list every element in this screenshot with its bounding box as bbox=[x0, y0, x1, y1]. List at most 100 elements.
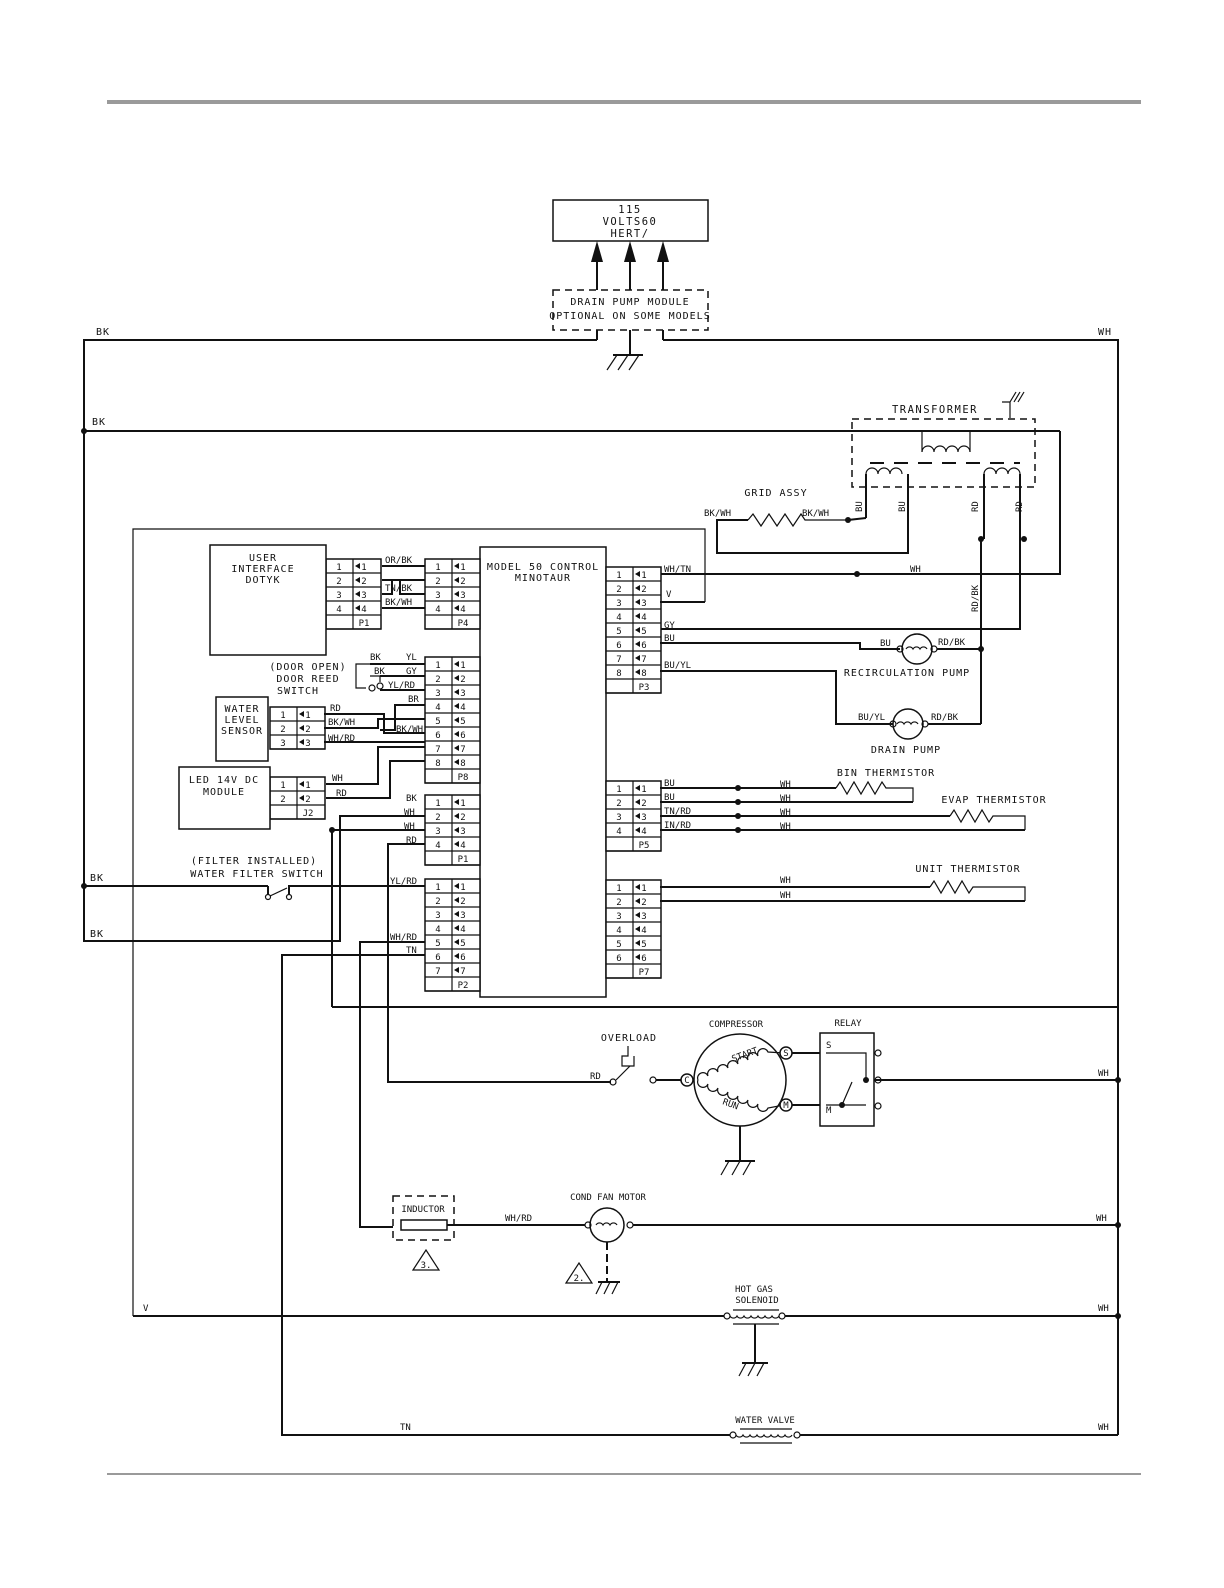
wire-label-wh-6: WH bbox=[780, 780, 791, 790]
note-3: 3. bbox=[421, 1261, 432, 1271]
pin-arrow bbox=[454, 813, 459, 819]
pin-number: 1 bbox=[641, 785, 646, 795]
door-line1: (DOOR OPEN) bbox=[269, 662, 346, 673]
pin-number: 1 bbox=[460, 883, 465, 893]
pin-arrow bbox=[635, 571, 640, 577]
pin-number: 1 bbox=[336, 563, 341, 573]
wl-line1: WATER bbox=[224, 704, 259, 715]
pin-arrow bbox=[635, 627, 640, 633]
pin-arrow bbox=[635, 641, 640, 647]
pin-number: 1 bbox=[305, 711, 310, 721]
pin-arrow bbox=[299, 795, 304, 801]
drain-pump-label: DRAIN PUMP bbox=[871, 745, 941, 756]
pin-arrow bbox=[635, 926, 640, 932]
wire-label-br: BR bbox=[408, 695, 419, 705]
pin-number: 3 bbox=[435, 689, 440, 699]
recirc-label: RECIRCULATION PUMP bbox=[844, 668, 970, 679]
wire-label-wh-12: WH bbox=[1098, 1069, 1109, 1079]
grid-assy: GRID ASSY BK/WH BK/WH bbox=[704, 488, 867, 528]
pin-number: 3 bbox=[336, 591, 341, 601]
led-line1: LED 14V DC bbox=[189, 775, 259, 786]
wire-label-wh-11: WH bbox=[780, 891, 791, 901]
pin-number: 2 bbox=[435, 675, 440, 685]
wire-label-bk-4: BK bbox=[90, 929, 104, 940]
wire-label-wh-7: WH bbox=[780, 794, 791, 804]
wire-label-bk-wh-3: BK/WH bbox=[385, 598, 412, 608]
connector-label: P1 bbox=[458, 855, 469, 865]
pin-number: 4 bbox=[641, 926, 646, 936]
bin-thermistor: BIN THERMISTOR BU BU WH WH bbox=[660, 768, 934, 805]
pin-number: 5 bbox=[641, 627, 646, 637]
pin-number: 8 bbox=[435, 759, 440, 769]
water-valve-label: WATER VALVE bbox=[735, 1416, 795, 1426]
transformer-label: TRANSFORMER bbox=[892, 404, 978, 416]
overload-switch: OVERLOAD RD bbox=[590, 1033, 657, 1086]
pin-number: 3 bbox=[641, 912, 646, 922]
pin-arrow bbox=[355, 577, 360, 583]
pin-number: 3 bbox=[460, 911, 465, 921]
pin-number: 2 bbox=[641, 898, 646, 908]
pin-number: 5 bbox=[460, 717, 465, 727]
unit-thermistor: UNIT THERMISTOR WH WH bbox=[660, 864, 1026, 902]
wire-label-wh-14: WH bbox=[1098, 1304, 1109, 1314]
pin-arrow bbox=[635, 799, 640, 805]
filter-line2: WATER FILTER SWITCH bbox=[190, 869, 323, 880]
drain-module-line1: DRAIN PUMP MODULE bbox=[570, 297, 689, 308]
pin-arrow bbox=[454, 731, 459, 737]
led-module: LED 14V DC MODULE bbox=[178, 766, 271, 830]
wire-label-wh-15: WH bbox=[1098, 1423, 1109, 1433]
pin-number: 2 bbox=[460, 813, 465, 823]
wire-label-bk-wh: BK/WH bbox=[704, 509, 731, 519]
pin-number: 4 bbox=[460, 703, 465, 713]
note-2: 2. bbox=[574, 1274, 585, 1284]
pin-number: 8 bbox=[616, 669, 621, 679]
pin-number: 4 bbox=[460, 605, 465, 615]
wire-label-wh-2: WH bbox=[332, 774, 343, 784]
water-filter-switch: (FILTER INSTALLED) WATER FILTER SWITCH bbox=[190, 856, 425, 901]
wire-label-bu-6: BU bbox=[664, 793, 675, 803]
wire-label-rd-6: RD bbox=[590, 1072, 601, 1082]
pin-arrow bbox=[454, 883, 459, 889]
inductor-label: INDUCTOR bbox=[401, 1205, 445, 1215]
pin-number: 1 bbox=[616, 571, 621, 581]
recirculation-pump: RECIRCULATION PUMP RD/BK bbox=[844, 633, 970, 679]
wire-label-tn: TN bbox=[406, 946, 417, 956]
pin-arrow bbox=[454, 925, 459, 931]
pin-number: 4 bbox=[435, 925, 440, 935]
pin-number: 4 bbox=[641, 613, 646, 623]
connector-label: P3 bbox=[639, 683, 650, 693]
footer-rule bbox=[107, 1473, 1141, 1475]
hot-gas-line2: SOLENOID bbox=[735, 1296, 778, 1306]
water-valve: WATER VALVE bbox=[729, 1416, 801, 1444]
pin-arrow bbox=[454, 563, 459, 569]
connector-label: P7 bbox=[639, 968, 650, 978]
pin-arrow bbox=[454, 605, 459, 611]
relay-label: RELAY bbox=[834, 1019, 862, 1029]
wire-label-gy-2: GY bbox=[664, 621, 675, 631]
wire-label-rd-2: RD bbox=[1015, 501, 1025, 512]
pin-arrow bbox=[635, 599, 640, 605]
pin-number: 3 bbox=[460, 591, 465, 601]
pin-number: 2 bbox=[361, 577, 366, 587]
connector-label: P1 bbox=[359, 619, 370, 629]
pin-number: 1 bbox=[616, 884, 621, 894]
pin-arrow bbox=[454, 939, 459, 945]
pin-number: 8 bbox=[641, 669, 646, 679]
pin-arrow bbox=[635, 954, 640, 960]
pin-arrow bbox=[635, 813, 640, 819]
wire-label-in-rd: IN/RD bbox=[664, 821, 691, 831]
wire-label-bk: BK bbox=[96, 327, 110, 338]
pin-number: 1 bbox=[435, 799, 440, 809]
pin-number: 5 bbox=[435, 717, 440, 727]
pin-number: 1 bbox=[641, 571, 646, 581]
wire-label-or-bk: OR/BK bbox=[385, 556, 413, 566]
water-level-sensor: WATER LEVEL SENSOR bbox=[215, 696, 269, 762]
pin-number: 2 bbox=[641, 799, 646, 809]
pin-number: 3 bbox=[616, 599, 621, 609]
